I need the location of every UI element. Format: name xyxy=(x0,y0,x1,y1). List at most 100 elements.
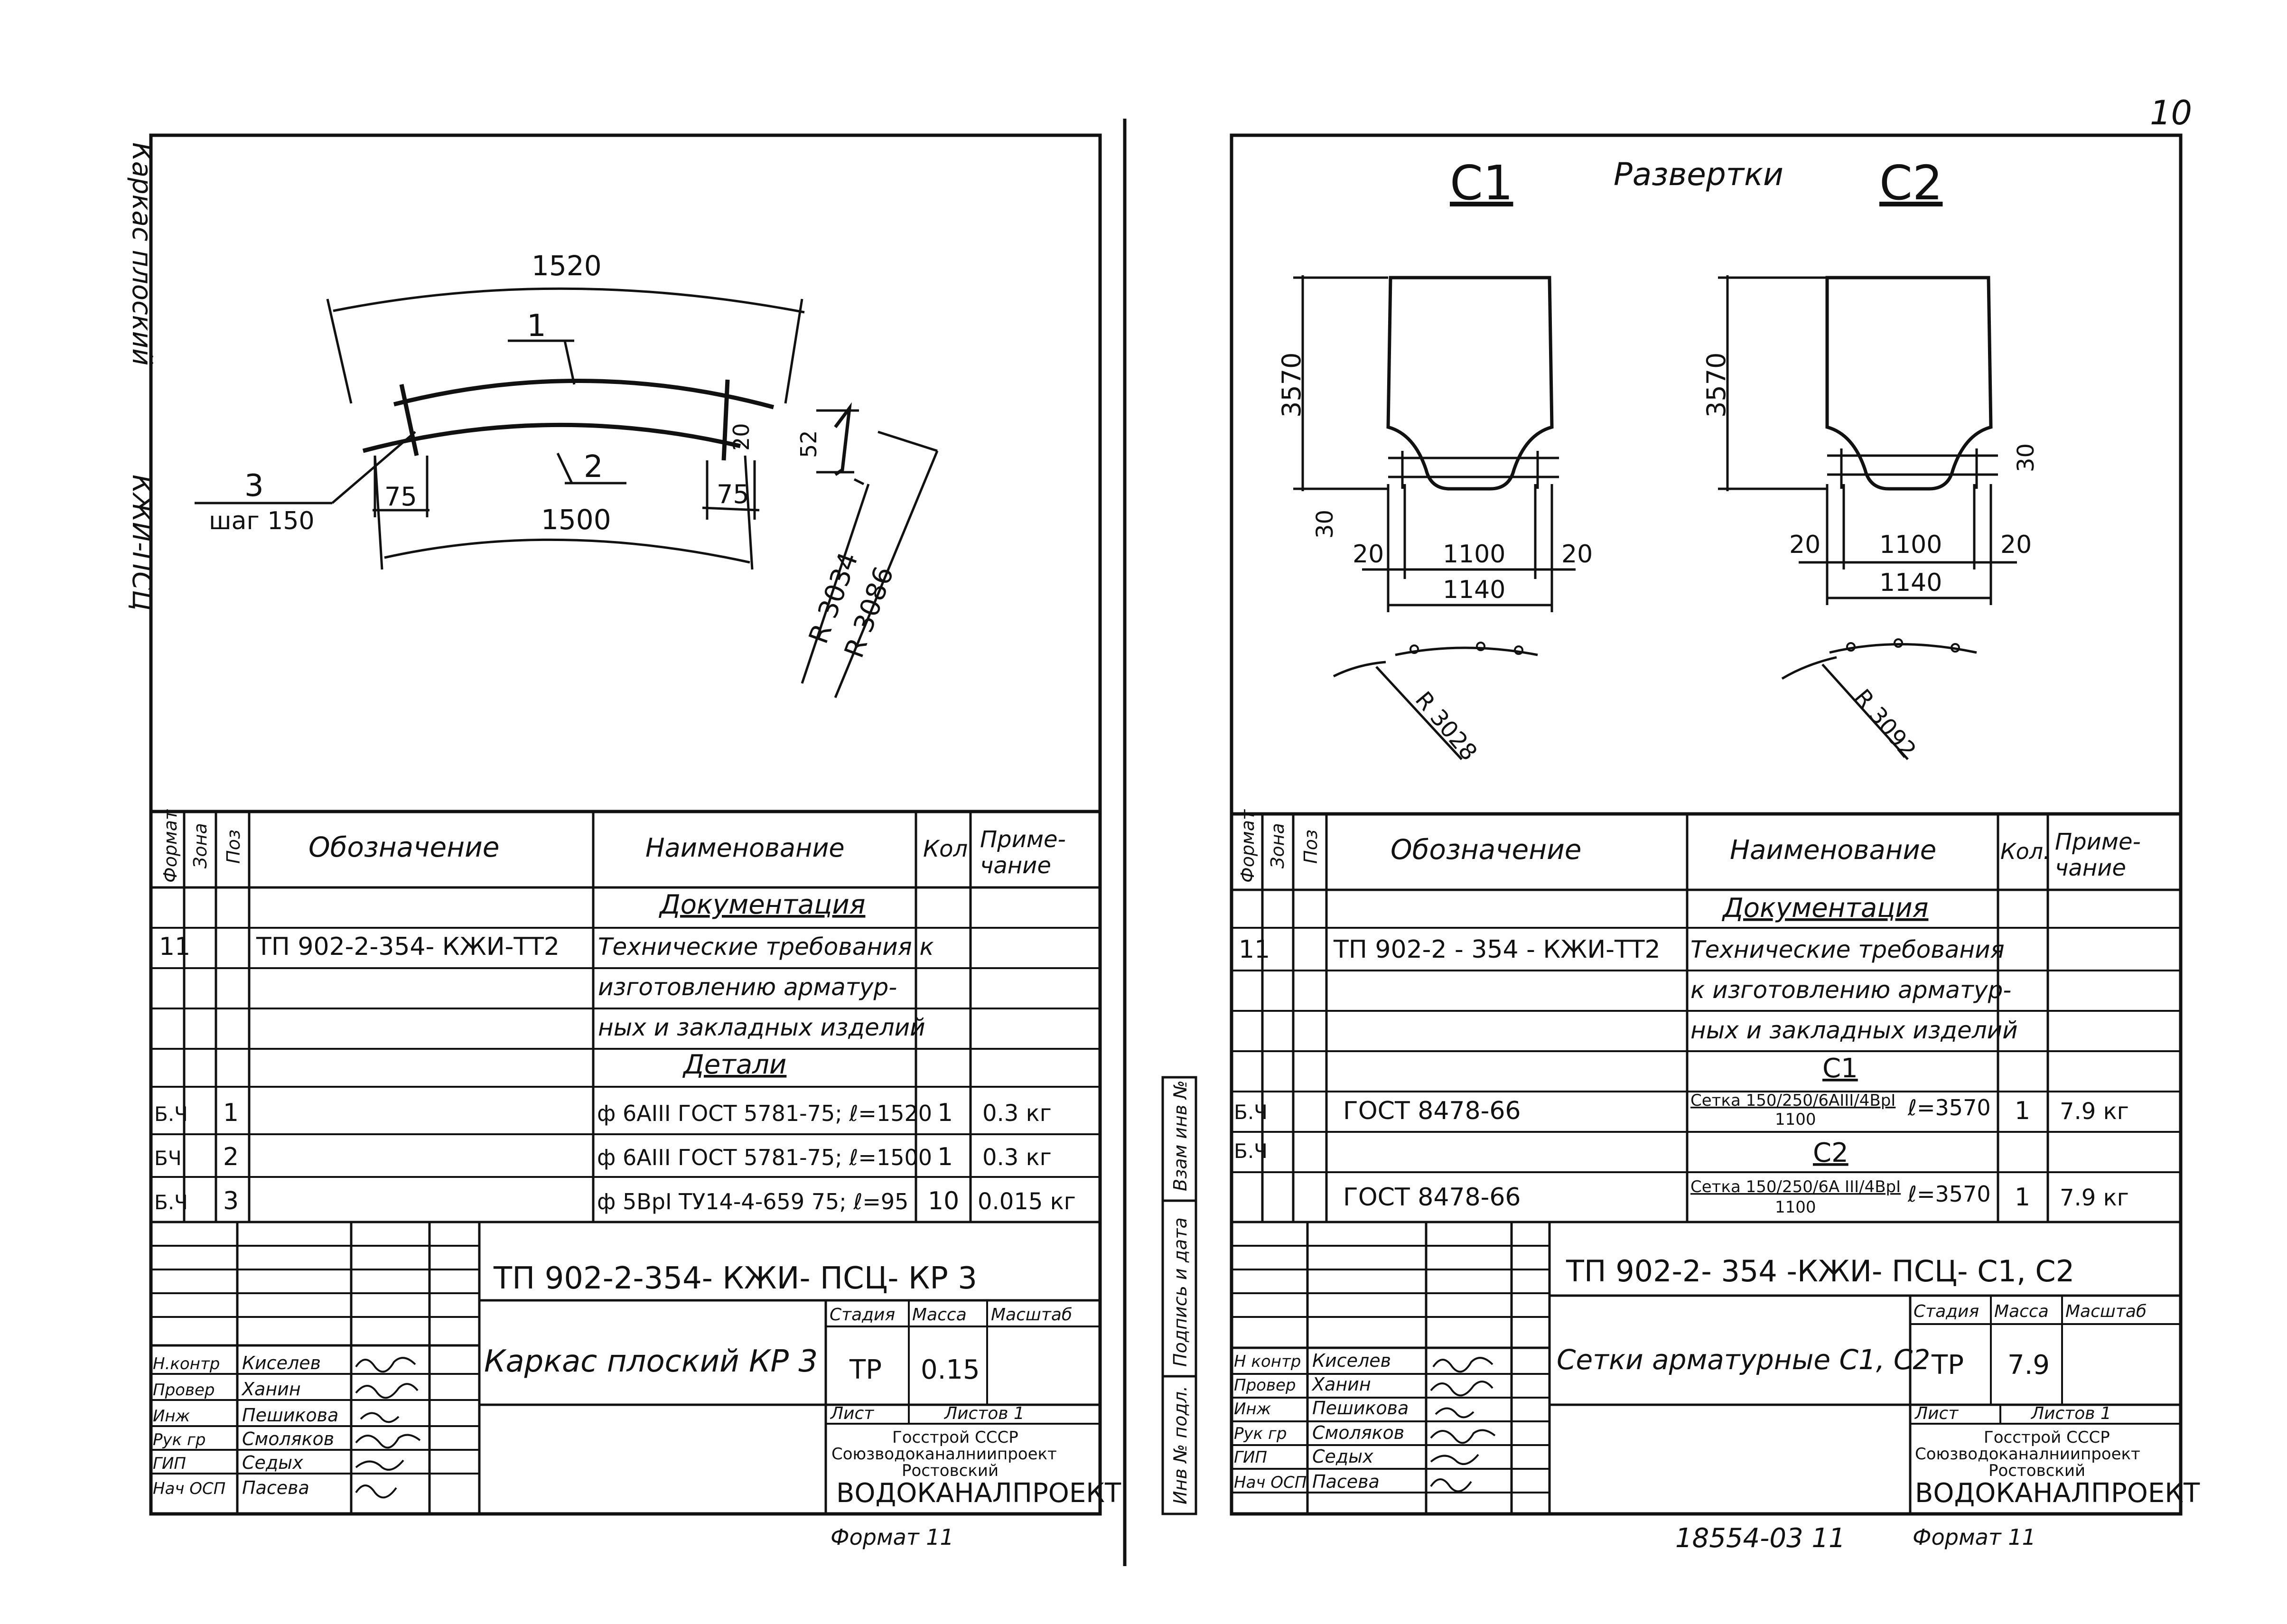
row-doc-name-2: изготовлению арматур- xyxy=(598,973,897,1001)
signature-6-r xyxy=(1430,1478,1472,1493)
dim-c2-20-right: 20 xyxy=(2000,531,2032,559)
role-5: ГИП xyxy=(153,1454,186,1473)
inv-number: 18554-03 11 xyxy=(1675,1523,1846,1554)
row-doc-format-r: 11 xyxy=(1239,935,1270,964)
stamp-stage: ТР xyxy=(849,1354,882,1385)
stamp-title-r: Сетки арматурные С1, С2 xyxy=(1557,1344,1930,1376)
stamp-scale-header: Масштаб xyxy=(991,1305,1072,1325)
stamp-org-2-r: Союзводоканалниипроект xyxy=(1915,1445,2140,1464)
name-4: Смоляков xyxy=(242,1428,334,1449)
dim-c2-30: 30 xyxy=(2013,443,2039,472)
hdr-designation-r: Обозначение xyxy=(1391,833,1581,866)
name-1-r: Киселев xyxy=(1312,1350,1391,1371)
role-3-r: Инж xyxy=(1234,1400,1271,1419)
hdr-designation: Обозначение xyxy=(308,831,499,863)
hdr-zone-r: Зона xyxy=(1267,823,1288,868)
name-1: Киселев xyxy=(242,1353,321,1373)
name-2: Ханин xyxy=(241,1379,301,1400)
detail-2-qty: 1 xyxy=(937,1143,953,1171)
section-c1: С1 xyxy=(1822,1053,1858,1084)
right-side-strip: Инв № подл. Подпись и дата Взам инв № xyxy=(1161,1076,1197,1515)
dim-c2-1140: 1140 xyxy=(1879,569,1942,597)
role-6-r: Нач ОСП xyxy=(1234,1473,1307,1492)
dim-c1-30: 30 xyxy=(1312,510,1338,539)
section-documentation: Документация xyxy=(658,889,865,920)
left-drawing: 1520 1 2 3 шаг 150 75 1500 xyxy=(195,250,939,698)
right-spec-table: Формат Зона Поз Обозначение Наименование… xyxy=(1232,809,2181,1223)
stamp-stage-r: ТР xyxy=(1931,1350,1964,1381)
hdr-name-r: Наименование xyxy=(1730,835,1936,866)
pos-3-label: 3 xyxy=(244,468,264,504)
left-title-block: ТП 902-2-354- КЖИ- ПСЦ- КР 3 Стадия Масс… xyxy=(151,1222,1121,1514)
detail-3-format: Б.Ч xyxy=(154,1191,188,1214)
side-label-signature: Подпись и дата xyxy=(1170,1217,1191,1367)
stamp-scale-header-r: Масштаб xyxy=(2065,1302,2147,1321)
role-2: Провер xyxy=(153,1381,215,1400)
detail-1-format: Б.Ч xyxy=(154,1102,188,1126)
left-spec-table: Формат Зона Поз Обозначение Наименование… xyxy=(151,809,1100,1223)
role-1: Н.контр xyxy=(153,1354,220,1373)
dim-20: 20 xyxy=(728,423,754,451)
stamp-sheet-header-r: Лист xyxy=(1914,1404,1959,1423)
format-label-r: Формат 11 xyxy=(1913,1524,2036,1550)
role-4: Рук гр xyxy=(153,1430,205,1449)
c2-name-bottom: 1100 xyxy=(1775,1198,1816,1217)
name-5: Седых xyxy=(242,1452,303,1473)
detail-3-qty: 10 xyxy=(928,1187,959,1215)
signature-4 xyxy=(355,1434,421,1449)
signature-4-r xyxy=(1430,1429,1496,1444)
c1-name-bottom: 1100 xyxy=(1775,1110,1816,1129)
hdr-qty: Кол xyxy=(923,836,968,862)
name-2-r: Ханин xyxy=(1311,1374,1371,1395)
detail-2-pos: 2 xyxy=(223,1143,239,1171)
section-documentation-r: Документация xyxy=(1721,893,1928,924)
dim-1500: 1500 xyxy=(541,504,611,536)
name-5-r: Седых xyxy=(1312,1446,1373,1467)
detail-2-note: 0.3 кг xyxy=(982,1144,1052,1171)
hdr-pos: Поз xyxy=(223,830,244,864)
c1-name-top: Сетка 150/250/6АIII/4ВрI xyxy=(1690,1091,1895,1110)
format-label: Формат 11 xyxy=(831,1524,954,1550)
role-1-r: Н контр xyxy=(1234,1352,1301,1371)
left-sheet: 1520 1 2 3 шаг 150 75 1500 xyxy=(149,133,1121,1550)
dim-75-left: 75 xyxy=(384,482,417,512)
dim-52: 52 xyxy=(796,430,821,458)
dim-c1-20-right: 20 xyxy=(1561,540,1593,569)
stamp-org-3-r: Ростовский xyxy=(1988,1461,2085,1480)
stamp-title: Каркас плоский КР 3 xyxy=(484,1344,818,1379)
side-label-inv: Инв № подл. xyxy=(1170,1386,1191,1504)
section-c2: С2 xyxy=(1813,1138,1848,1168)
name-3-r: Пешикова xyxy=(1312,1398,1409,1419)
stamp-code-r: ТП 902-2- 354 -КЖИ- ПСЦ- С1, С2 xyxy=(1566,1254,2074,1288)
detail-1-note: 0.3 кг xyxy=(982,1100,1052,1127)
hdr-format: Формат xyxy=(160,809,181,883)
row-doc-name-1: Технические требования к xyxy=(598,933,934,961)
label-c1: С1 xyxy=(1450,155,1513,211)
page-number: 10 xyxy=(2150,93,2192,132)
signature-6 xyxy=(355,1484,397,1499)
signature-2-r xyxy=(1430,1381,1494,1397)
detail-3-pos: 3 xyxy=(223,1187,239,1215)
name-6-r: Пасева xyxy=(1312,1471,1380,1492)
stamp-sheets-header-r: Листов 1 xyxy=(2030,1404,2111,1423)
hdr-note-1-r: Приме- xyxy=(2055,829,2141,855)
stamp-stage-header: Стадия xyxy=(830,1305,895,1325)
stamp-org-1: Госстрой СССР xyxy=(892,1428,1018,1447)
row-doc-designation: ТП 902-2-354- КЖИ-ТТ2 xyxy=(256,933,560,961)
detail-3-note: 0.015 кг xyxy=(978,1188,1076,1215)
dim-c2-1100: 1100 xyxy=(1879,531,1942,559)
row-doc-name-1-r: Технические требования xyxy=(1690,936,2005,963)
signature-1-r xyxy=(1432,1357,1494,1373)
signature-3-r xyxy=(1435,1407,1475,1419)
stamp-org-3: Ростовский xyxy=(902,1461,999,1480)
stamp-org-1-r: Госстрой СССР xyxy=(1984,1428,2110,1447)
detail-2-name: ф 6АIII ГОСТ 5781-75; ℓ=1500 xyxy=(597,1145,932,1170)
role-3: Инж xyxy=(153,1407,190,1426)
signature-3 xyxy=(360,1412,400,1423)
stamp-mass-header-r: Масса xyxy=(1994,1302,2049,1321)
stamp-org-2: Союзводоканалниипроект xyxy=(831,1445,1057,1464)
dim-c1-1140: 1140 xyxy=(1443,576,1505,604)
c2-designation: ГОСТ 8478-66 xyxy=(1343,1183,1521,1212)
name-6: Пасева xyxy=(242,1477,309,1498)
